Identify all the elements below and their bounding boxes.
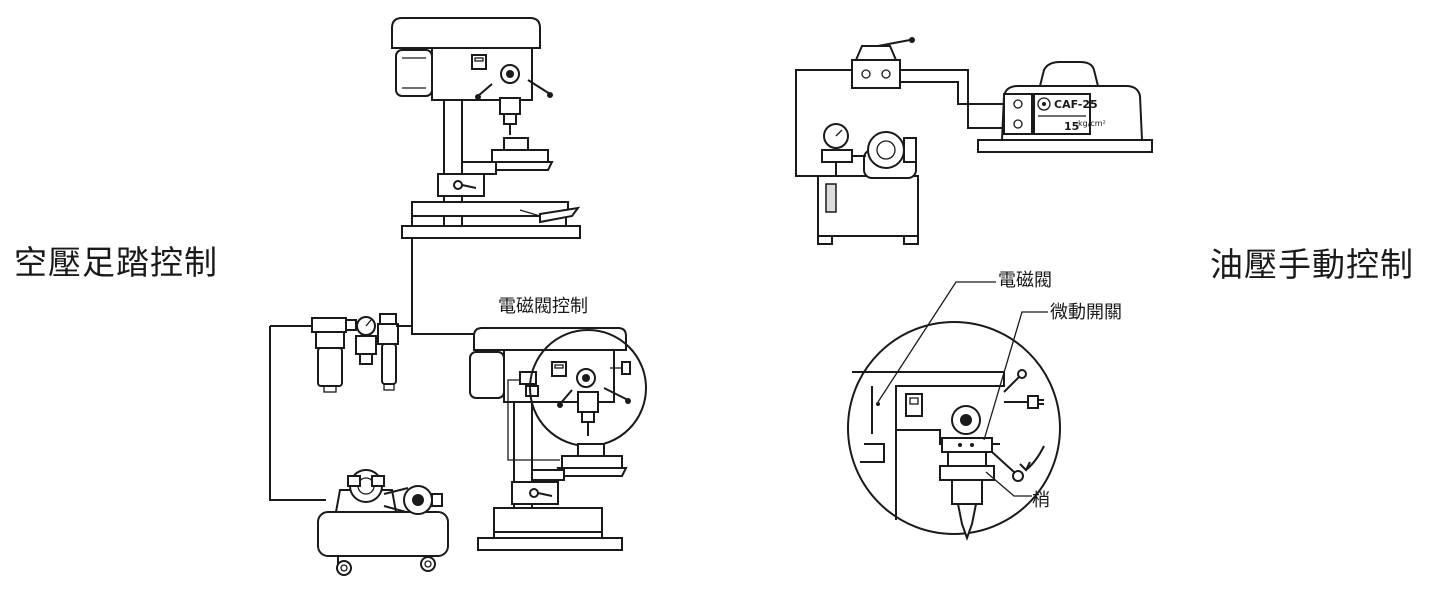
label-pneumatic-pedal-control: 空壓足踏控制 — [14, 243, 218, 282]
air-filter-regulator-lubricator — [270, 313, 412, 393]
detail-magnifier — [847, 281, 1061, 541]
label-micro-switch: 微動開關 — [1050, 302, 1122, 323]
plate-unit: kg/cm² — [1078, 119, 1106, 128]
hydraulic-valve — [851, 37, 915, 89]
air-compressor — [317, 469, 449, 576]
plate-capacity: 15 — [1064, 120, 1079, 133]
hydraulic-power-unit — [795, 69, 1004, 245]
label-hydraulic-manual-control: 油壓手動控制 — [1210, 245, 1414, 284]
label-solenoid-valve: 電磁閥 — [998, 270, 1052, 291]
drill-press-solenoid — [469, 327, 647, 551]
drill-press-top — [391, 17, 581, 239]
plate-model: CAF-25 — [1054, 98, 1098, 111]
label-solenoid-control: 電磁閥控制 — [498, 296, 588, 317]
hydraulic-cylinder: CAF-25 15 kg/cm² — [977, 61, 1153, 153]
